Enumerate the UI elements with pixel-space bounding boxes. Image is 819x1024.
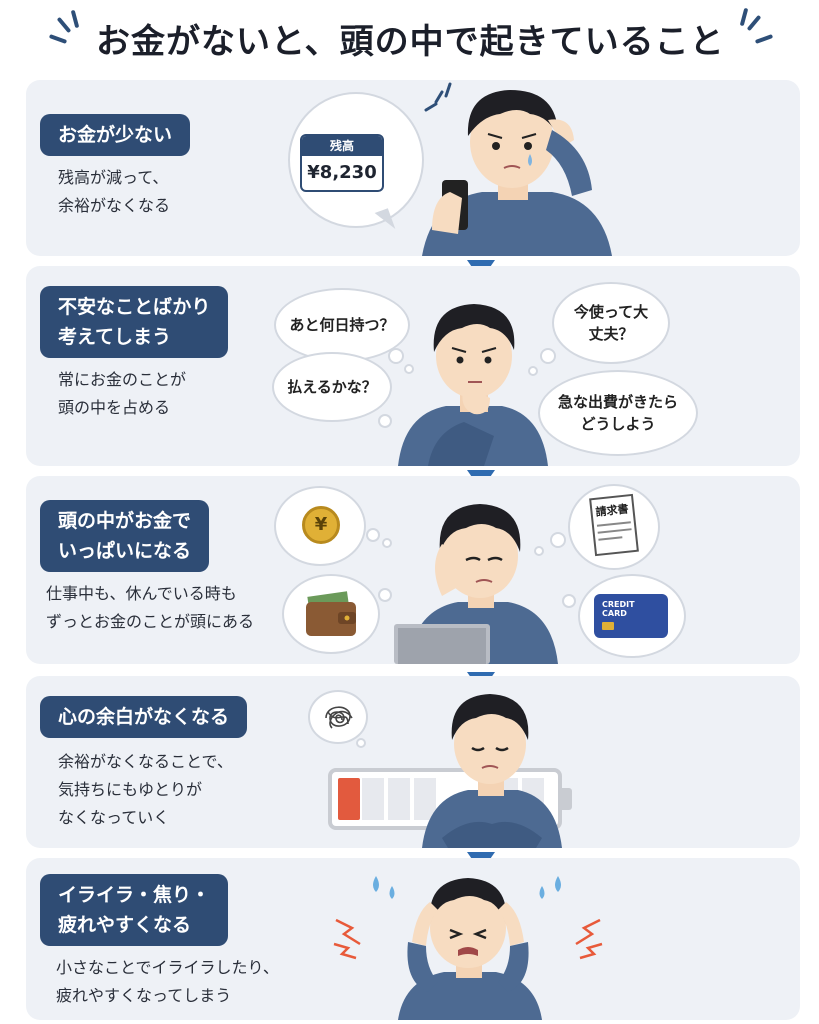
step-description: 小さなことでイライラしたり、 疲れやすくなってしまう <box>56 954 279 1010</box>
step-panel-4: 心の余白がなくなる 余裕がなくなることで、 気持ちにもゆとりが なくなっていく <box>26 676 800 848</box>
lightning-icon <box>575 918 603 960</box>
balance-amount: ¥8,230 <box>307 162 377 183</box>
battery-cell <box>362 778 384 820</box>
sad-person-icon <box>422 694 562 848</box>
thought-text: 今使って大丈夫？ <box>573 303 649 343</box>
tired-person-laptop-icon <box>394 504 558 664</box>
badge-line: 心の余白がなくなる <box>58 706 230 728</box>
spark-mark <box>56 16 72 34</box>
desc-line: 残高が減って、 <box>58 168 169 187</box>
badge-line: 考えてしまう <box>58 326 172 348</box>
worried-person-icon <box>422 82 612 256</box>
thought-dot <box>378 588 392 602</box>
thought-bubble: 急な出費がきたらどうしよう <box>538 370 698 456</box>
thought-bubble: 今使って大丈夫？ <box>552 282 670 364</box>
badge-line: いっぱいになる <box>58 540 192 562</box>
badge-line: 頭の中がお金で <box>58 510 192 532</box>
step-description: 常にお金のことが 頭の中を占める <box>58 366 186 422</box>
thought-text: あと何日持つ？ <box>289 316 395 334</box>
battery-tip <box>562 788 572 810</box>
badge-line: イライラ・焦り・ <box>58 884 211 906</box>
tangled-thought-icon <box>325 706 353 729</box>
step-badge: 心の余白がなくなる <box>40 696 248 738</box>
thought-dot <box>388 348 404 364</box>
credit-card-label: CREDIT CARD <box>602 600 635 618</box>
desc-line: 疲れやすくなってしまう <box>56 986 232 1005</box>
step-badge: イライラ・焦り・ 疲れやすくなる <box>40 874 229 946</box>
step-panel-1: お金が少ない 残高が減って、 余裕がなくなる <box>26 80 800 256</box>
desc-line: 気持ちにもゆとりが <box>58 780 203 799</box>
badge-line: 疲れやすくなる <box>58 914 192 936</box>
spark-mark <box>48 34 68 44</box>
sweat-drops-icon <box>539 876 561 899</box>
thought-dot <box>528 366 538 376</box>
step-panel-5: イライラ・焦り・ 疲れやすくなる 小さなことでイライラしたり、 疲れやすくなって… <box>26 858 800 1020</box>
step-badge: 不安なことばかり 考えてしまう <box>40 286 229 358</box>
battery-fill <box>338 778 360 820</box>
coin-label: ¥ <box>314 514 328 535</box>
coin-icon: ¥ <box>302 506 340 544</box>
invoice-icon: 請求書 <box>589 493 639 557</box>
step-description: 仕事中も、休んでいる時も ずっとお金のことが頭にある <box>46 580 254 636</box>
balance-card: 残高 ¥8,230 <box>300 134 384 192</box>
thought-dot <box>382 538 392 548</box>
thought-dot <box>356 738 366 748</box>
thought-dot <box>562 594 576 608</box>
desc-line: 常にお金のことが <box>58 370 187 389</box>
step-badge: お金が少ない <box>40 114 191 156</box>
desc-line: ずっとお金のことが頭にある <box>46 612 255 631</box>
desc-line: 小さなことでイライラしたり、 <box>56 958 279 977</box>
badge-line: お金が少ない <box>58 124 173 146</box>
thought-dot <box>404 364 414 374</box>
page-title: お金がないと、頭の中で起きていること <box>96 22 725 62</box>
thought-bubble: あと何日持つ？ <box>274 288 410 362</box>
spark-mark <box>739 7 749 27</box>
desc-line: 余裕がなくなることで、 <box>58 752 233 771</box>
thought-bubble: 払えるかな？ <box>272 352 392 422</box>
desc-line: 余裕がなくなる <box>58 196 171 215</box>
thinking-person-icon <box>398 304 548 466</box>
badge-line: 不安なことばかり <box>58 296 211 318</box>
thought-dot <box>540 348 556 364</box>
thought-text: 急な出費がきたらどうしよう <box>557 393 678 433</box>
invoice-label: 請求書 <box>594 502 630 519</box>
thought-dot <box>534 546 544 556</box>
step-panel-2: 不安なことばかり 考えてしまう 常にお金のことが 頭の中を占める あと何日持つ？… <box>26 266 800 466</box>
battery-cell <box>414 778 436 820</box>
desc-line: 頭の中を占める <box>58 398 171 417</box>
desc-line: なくなっていく <box>58 808 170 827</box>
spark-mark <box>746 14 762 32</box>
spark-mark <box>70 9 80 29</box>
thought-text: 払えるかな？ <box>287 378 377 396</box>
sweat-drops-icon <box>373 876 395 899</box>
thought-dot <box>378 414 392 428</box>
desc-line: 仕事中も、休んでいる時も <box>46 584 237 603</box>
step-description: 残高が減って、 余裕がなくなる <box>58 164 170 220</box>
lightning-icon <box>333 918 361 960</box>
wallet-icon <box>306 591 356 636</box>
spark-mark <box>754 34 774 44</box>
step-badge: 頭の中がお金で いっぱいになる <box>40 500 210 572</box>
battery-cell <box>388 778 410 820</box>
stressed-person-icon <box>398 878 542 1020</box>
step-description: 余裕がなくなることで、 気持ちにもゆとりが なくなっていく <box>58 748 233 832</box>
balance-card-header: 残高 <box>302 136 382 156</box>
step-panel-3: 頭の中がお金で いっぱいになる 仕事中も、休んでいる時も ずっとお金のことが頭に… <box>26 476 800 664</box>
thought-dot <box>366 528 380 542</box>
credit-card-icon: CREDIT CARD <box>594 594 668 638</box>
thought-dot <box>550 532 566 548</box>
title-area: お金がないと、頭の中で起きていること <box>0 0 819 74</box>
